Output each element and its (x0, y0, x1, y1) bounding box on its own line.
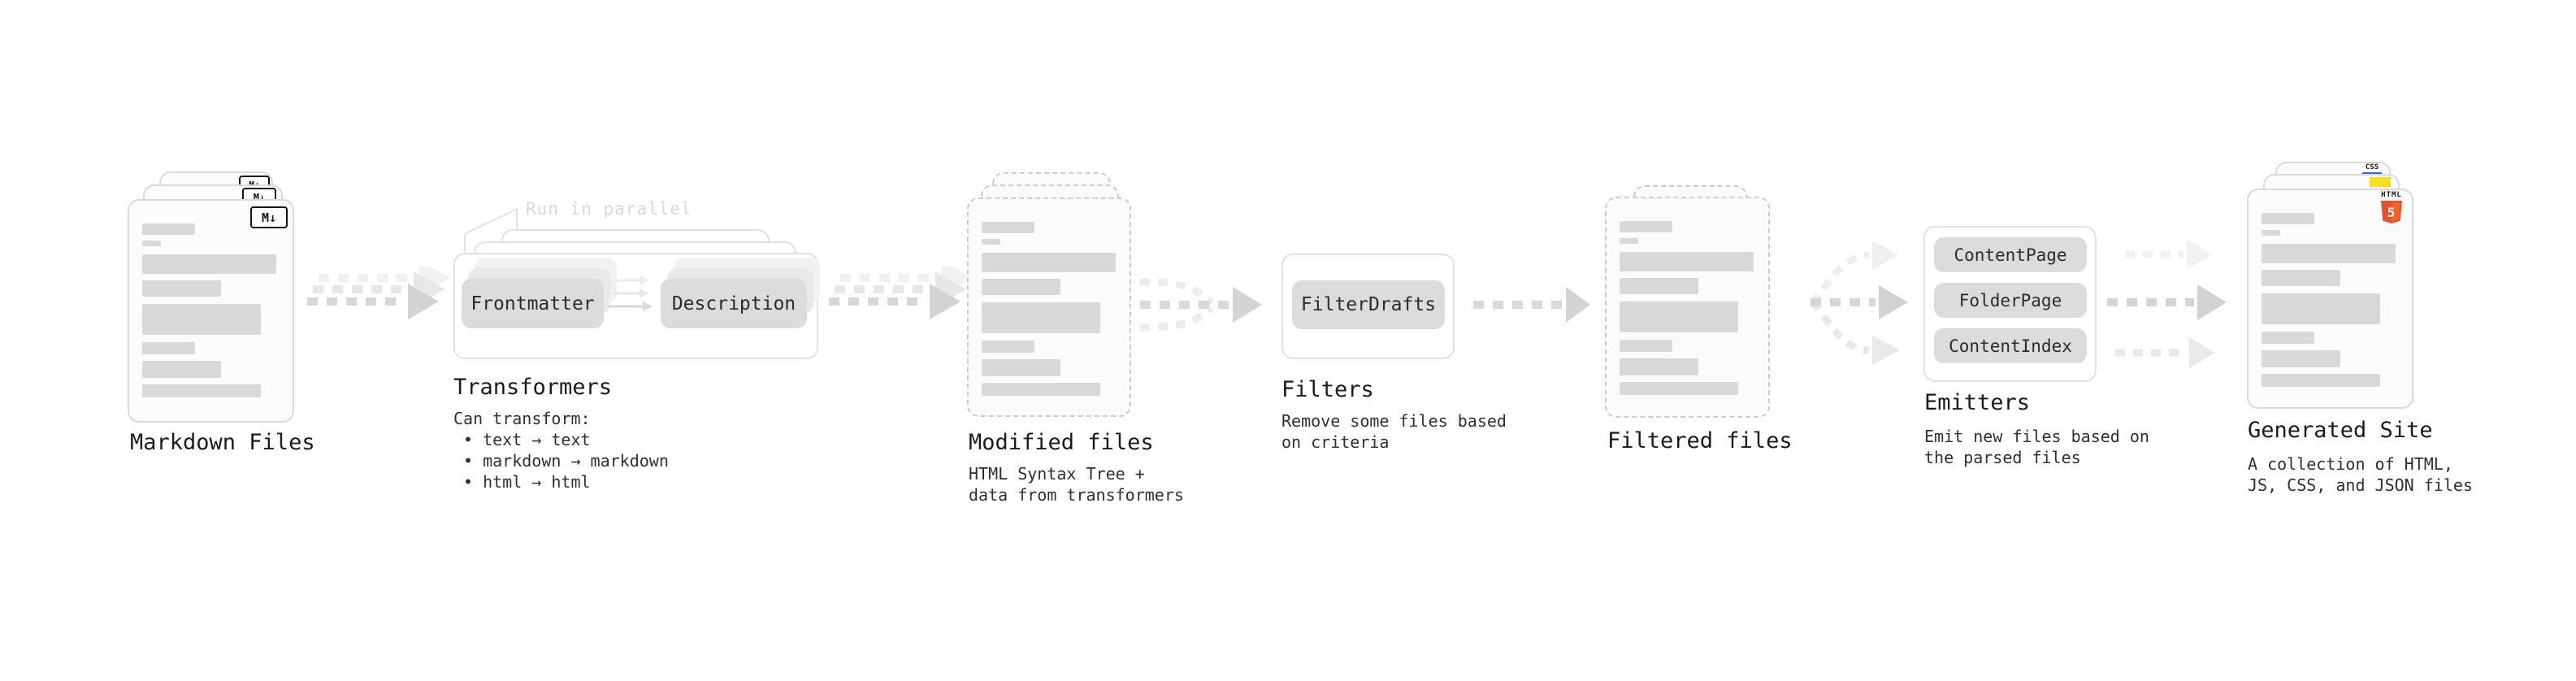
text-line-bar (2262, 244, 2396, 263)
markdown-icon: M↓ (250, 206, 288, 228)
description-line: HTML Syntax Tree + (969, 464, 1145, 484)
description-line: data from transformers (969, 485, 1184, 505)
flow-arrow-icon (307, 267, 450, 319)
text-line-bar (1620, 358, 1698, 375)
text-line-bar (1620, 382, 1738, 395)
merge-arrow-icon (1139, 278, 1262, 332)
filters-title: Filters (1281, 377, 1374, 402)
description-line: Emit new files based on (1924, 427, 2149, 446)
text-line-bar (142, 304, 261, 335)
filtered-file-text-lines (1620, 221, 1758, 395)
filterdrafts-chip: FilterDrafts (1292, 280, 1445, 329)
text-line-bar (142, 361, 221, 378)
callout-line (464, 207, 518, 252)
text-line-bar (982, 340, 1034, 353)
parallel-flow-arrows-icon (2107, 240, 2227, 368)
frontmatter-chip: Frontmatter (462, 279, 604, 328)
flow-arrow-icon (1473, 287, 1590, 323)
text-line-bar (142, 342, 195, 354)
description-line: JS, CSS, and JSON files (2248, 475, 2473, 495)
fanout-arrow-icon (1809, 241, 1908, 365)
description-chip: Description (661, 279, 807, 328)
text-line-bar (1620, 221, 1672, 232)
description-line: the parsed files (1924, 448, 2081, 467)
modified-files-title: Modified files (969, 430, 1154, 455)
run-in-parallel-note: Run in parallel (526, 199, 692, 219)
text-line-bar (1620, 252, 1754, 271)
markdown-files-title: Markdown Files (130, 430, 315, 455)
filters-description: Remove some files based on criteria (1281, 410, 1507, 453)
generated-site-description: A collection of HTML, JS, CSS, and JSON … (2248, 453, 2473, 496)
html5-icon: HTML 5 (2379, 191, 2404, 223)
folderpage-chip: FolderPage (1934, 283, 2087, 318)
text-line-bar (1620, 301, 1738, 332)
contentpage-chip: ContentPage (1934, 237, 2087, 272)
generated-file-text-lines (2262, 213, 2400, 387)
text-line-bar (982, 359, 1060, 376)
html5-shield: 5 (2381, 201, 2402, 223)
can-transform-heading: Can transform: (453, 409, 591, 428)
text-line-bar (2262, 230, 2280, 236)
text-line-bar (982, 279, 1060, 295)
js-icon (2370, 177, 2391, 187)
modified-file-text-lines (982, 222, 1120, 396)
transformers-title: Transformers (453, 375, 613, 400)
text-line-bar (982, 253, 1116, 272)
text-line-bar (1620, 238, 1638, 244)
text-line-bar (142, 223, 195, 235)
text-line-bar (2262, 374, 2380, 387)
flow-arrow-icon (829, 267, 972, 319)
text-line-bar (982, 302, 1100, 333)
text-line-bar (142, 280, 221, 297)
text-line-bar (1620, 340, 1672, 352)
description-line: Remove some files based (1281, 411, 1507, 431)
text-line-bar (2262, 350, 2340, 367)
transform-bullet: • html → html (463, 472, 591, 492)
modified-files-description: HTML Syntax Tree + data from transformer… (969, 463, 1184, 505)
transform-bullet: • markdown → markdown (463, 451, 669, 471)
text-line-bar (2262, 293, 2380, 324)
text-line-bar (142, 384, 261, 397)
contentindex-chip: ContentIndex (1934, 328, 2087, 363)
description-line: A collection of HTML, (2248, 454, 2453, 474)
text-line-bar (142, 241, 161, 246)
text-line-bar (982, 222, 1034, 233)
emitters-description: Emit new files based on the parsed files (1924, 426, 2149, 468)
text-line-bar (982, 383, 1100, 396)
filtered-files-title: Filtered files (1607, 428, 1793, 453)
text-line-bar (2262, 270, 2340, 286)
svg-text:5: 5 (2387, 205, 2396, 220)
text-line-bar (2262, 213, 2314, 224)
text-line-bar (142, 254, 276, 274)
parallel-arrows-icon (608, 275, 653, 311)
markdown-file-text-lines (142, 223, 280, 397)
text-line-bar (2262, 332, 2314, 344)
description-line: on criteria (1281, 432, 1390, 452)
text-line-bar (1620, 278, 1698, 294)
transform-bullet: • text → text (463, 430, 591, 449)
transformers-description: Can transform: • text → text • markdown … (453, 408, 669, 492)
emitters-title: Emitters (1924, 390, 2031, 415)
generated-site-title: Generated Site (2248, 418, 2433, 443)
css-badge-label: CSS (2365, 163, 2379, 171)
html-badge-label: HTML (2381, 191, 2402, 199)
text-line-bar (982, 239, 1000, 245)
